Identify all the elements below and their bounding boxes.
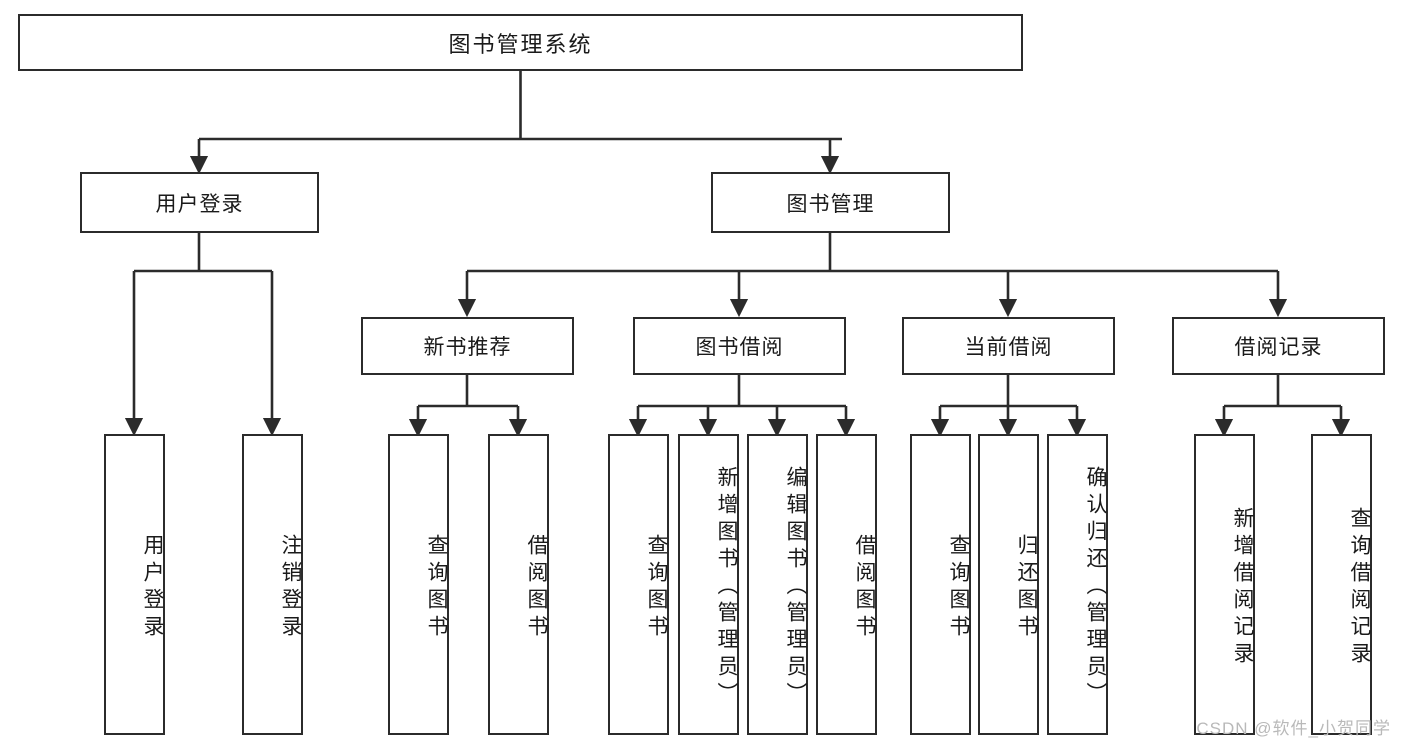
node-label: 借阅图书 <box>525 533 548 642</box>
leaf-current-borrow-return-book[interactable]: 归还图书 <box>978 434 1039 735</box>
leaf-book-borrow-add-book-admin[interactable]: 新增图书（管理员） <box>678 434 739 735</box>
node-label: 当前借阅 <box>964 336 1053 359</box>
node-label: 新增图书（管理员） <box>715 466 738 709</box>
leaf-current-borrow-confirm-return-admin[interactable]: 确认归还（管理员） <box>1047 434 1108 735</box>
leaf-book-borrow-query-book[interactable]: 查询图书 <box>608 434 669 735</box>
node-label: 注销登录 <box>279 533 302 642</box>
node-current-borrow[interactable]: 当前借阅 <box>902 317 1115 375</box>
leaf-book-borrow-edit-book-admin[interactable]: 编辑图书（管理员） <box>747 434 808 735</box>
node-label: 用户登录 <box>141 533 164 642</box>
node-root-book-management-system[interactable]: 图书管理系统 <box>18 14 1023 71</box>
node-user-login[interactable]: 用户登录 <box>80 172 319 233</box>
node-label: 查询图书 <box>645 533 668 642</box>
node-label: 图书借阅 <box>695 336 784 359</box>
leaf-new-book-query-book[interactable]: 查询图书 <box>388 434 449 735</box>
node-label: 图书管理系统 <box>448 31 593 57</box>
node-label: 查询图书 <box>947 533 970 642</box>
node-label: 编辑图书（管理员） <box>784 466 807 709</box>
node-label: 新增借阅记录 <box>1231 506 1254 669</box>
leaf-new-book-borrow-book[interactable]: 借阅图书 <box>488 434 549 735</box>
node-label: 图书管理 <box>786 192 875 216</box>
leaf-book-borrow-borrow-book[interactable]: 借阅图书 <box>816 434 877 735</box>
node-book-borrow[interactable]: 图书借阅 <box>633 317 846 375</box>
leaf-user-login-logout[interactable]: 注销登录 <box>242 434 303 735</box>
node-label: 用户登录 <box>155 192 244 216</box>
node-new-book-recommend[interactable]: 新书推荐 <box>361 317 574 375</box>
leaf-borrow-record-add-record[interactable]: 新增借阅记录 <box>1194 434 1255 735</box>
leaf-current-borrow-query-book[interactable]: 查询图书 <box>910 434 971 735</box>
node-book-management[interactable]: 图书管理 <box>711 172 950 233</box>
node-label: 查询借阅记录 <box>1348 506 1371 669</box>
node-label: 借阅图书 <box>853 533 876 642</box>
csdn-watermark: CSDN @软件_小贺同学 <box>1196 719 1391 738</box>
leaf-user-login-login[interactable]: 用户登录 <box>104 434 165 735</box>
node-label: 新书推荐 <box>423 336 512 359</box>
leaf-borrow-record-query-record[interactable]: 查询借阅记录 <box>1311 434 1372 735</box>
node-borrow-record[interactable]: 借阅记录 <box>1172 317 1385 375</box>
node-label: 借阅记录 <box>1234 336 1323 359</box>
node-label: 查询图书 <box>425 533 448 642</box>
node-label: 确认归还（管理员） <box>1084 466 1107 709</box>
node-label: 归还图书 <box>1015 533 1038 642</box>
